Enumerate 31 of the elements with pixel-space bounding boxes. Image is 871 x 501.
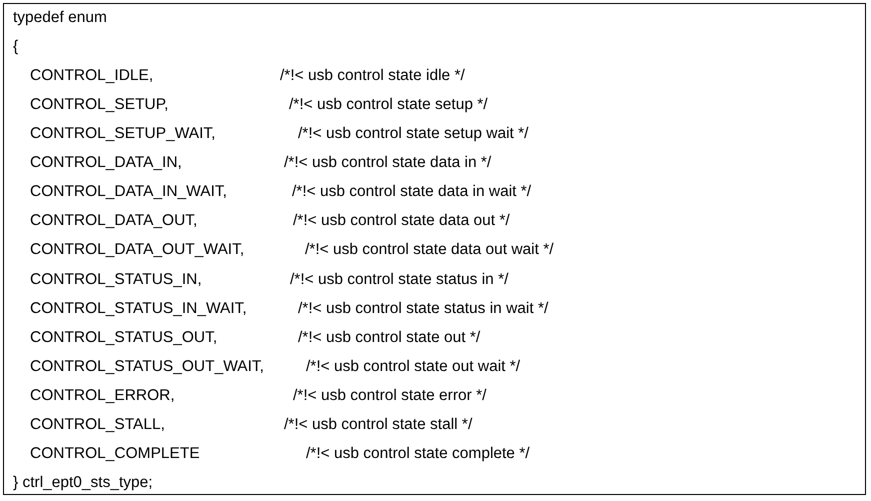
code-comment: /*!< usb control state setup */ bbox=[289, 96, 488, 114]
code-line: typedef enum bbox=[13, 9, 107, 27]
code-comment: /*!< usb control state data out wait */ bbox=[305, 241, 554, 260]
code-comment: /*!< usb control state data in wait */ bbox=[292, 183, 532, 202]
code-comment: /*!< usb control state data in */ bbox=[284, 154, 492, 172]
code-comment: /*!< usb control state data out */ bbox=[293, 212, 510, 230]
code-comment: /*!< usb control state error */ bbox=[293, 386, 486, 405]
code-comment: /*!< usb control state out wait */ bbox=[306, 358, 520, 376]
enum-member: CONTROL_STATUS_IN, bbox=[30, 270, 202, 289]
code-comment: /*!< usb control state stall */ bbox=[284, 416, 472, 434]
enum-member: CONTROL_STALL, bbox=[30, 416, 165, 434]
enum-member: CONTROL_IDLE, bbox=[30, 67, 154, 86]
code-comment: /*!< usb control state setup wait */ bbox=[298, 125, 528, 144]
enum-member: CONTROL_SETUP_WAIT, bbox=[30, 125, 216, 144]
enum-member: CONTROL_ERROR, bbox=[30, 386, 175, 405]
code-line: } ctrl_ept0_sts_type; bbox=[13, 474, 153, 492]
code-comment: /*!< usb control state status in */ bbox=[290, 270, 508, 289]
code-comment: /*!< usb control state status in wait */ bbox=[298, 300, 548, 318]
enum-member: CONTROL_SETUP, bbox=[30, 96, 168, 114]
enum-member: CONTROL_DATA_IN, bbox=[30, 154, 182, 172]
enum-member: CONTROL_DATA_OUT, bbox=[30, 212, 198, 230]
enum-member: CONTROL_COMPLETE bbox=[30, 444, 200, 463]
enum-member: CONTROL_STATUS_OUT, bbox=[30, 328, 218, 347]
code-comment: /*!< usb control state out */ bbox=[298, 328, 480, 347]
code-comment: /*!< usb control state idle */ bbox=[280, 67, 465, 86]
enum-member: CONTROL_DATA_OUT_WAIT, bbox=[30, 241, 244, 260]
enum-member: CONTROL_STATUS_IN_WAIT, bbox=[30, 300, 247, 318]
enum-member: CONTROL_DATA_IN_WAIT, bbox=[30, 183, 227, 202]
code-comment: /*!< usb control state complete */ bbox=[306, 444, 530, 463]
code-line: { bbox=[13, 38, 18, 56]
enum-member: CONTROL_STATUS_OUT_WAIT, bbox=[30, 358, 264, 376]
